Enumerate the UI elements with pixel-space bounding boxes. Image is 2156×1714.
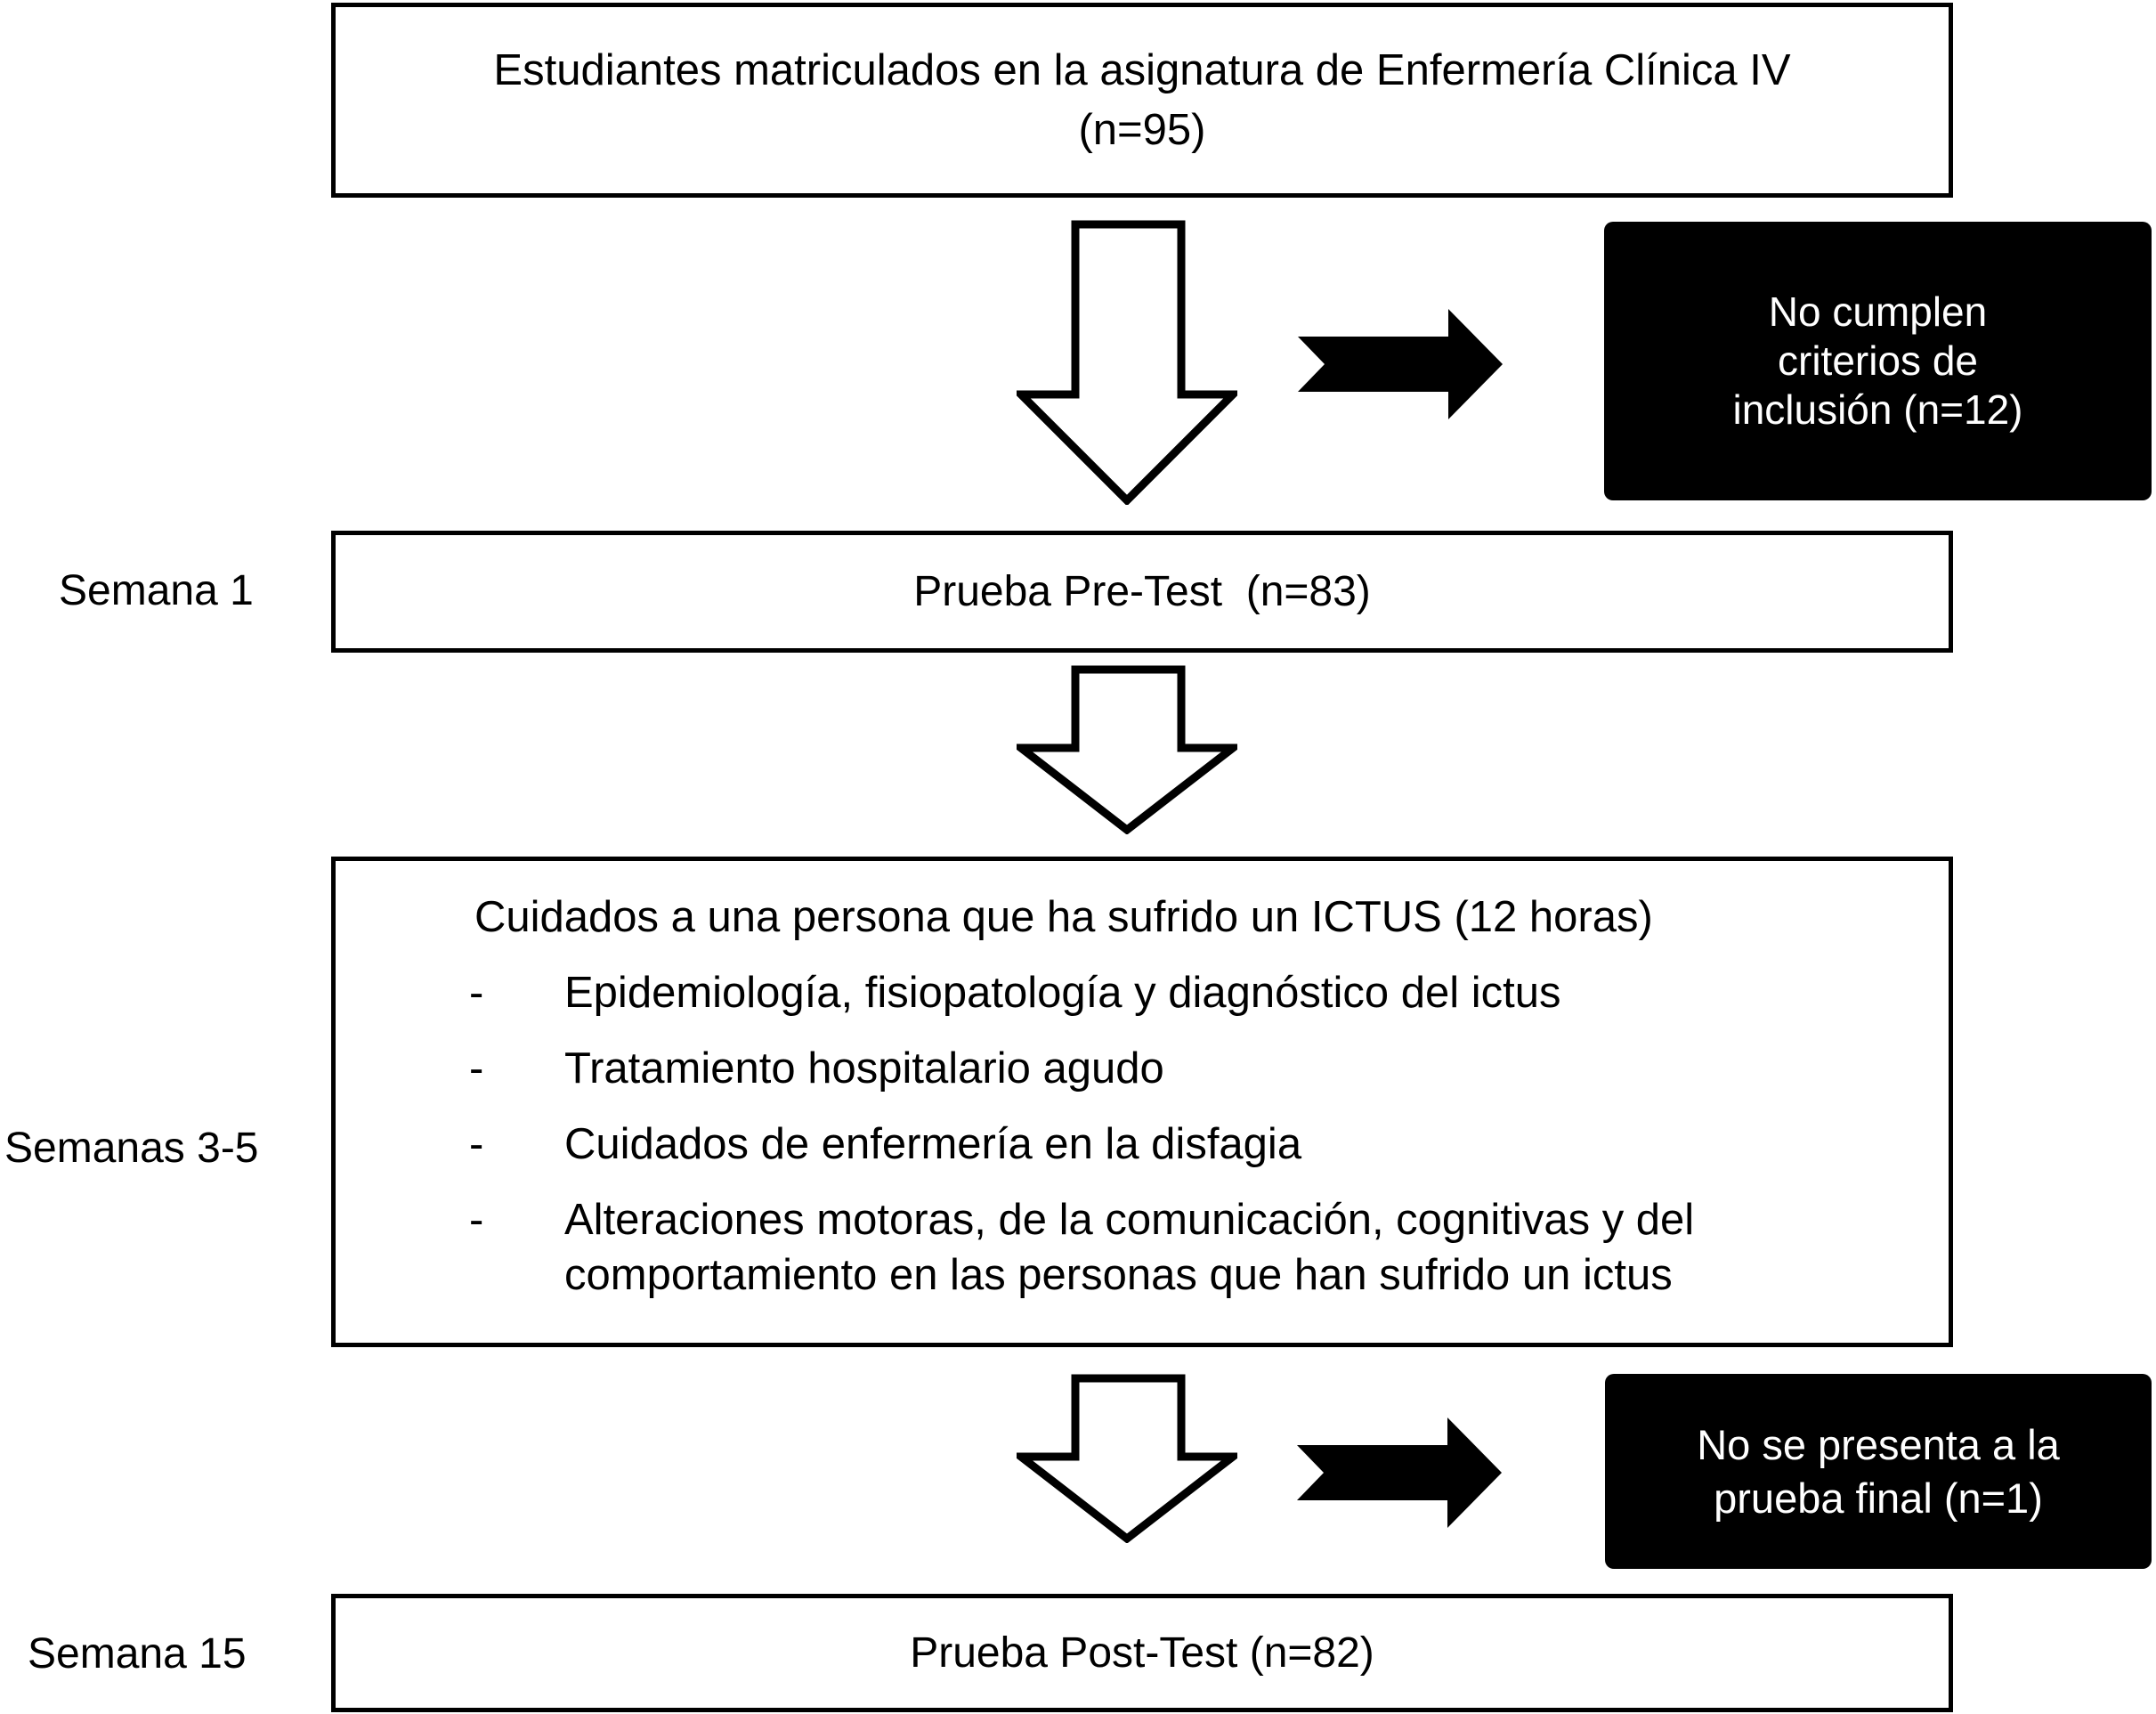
bullet-text: Alteraciones motoras, de la comunicación… (564, 1196, 1695, 1299)
down-arrow-icon (1017, 220, 1237, 505)
down-arrow-icon (1017, 665, 1237, 834)
enrolled-box-text: Estudiantes matriculados en la asignatur… (493, 45, 1791, 94)
bullet-dash: - (469, 1044, 484, 1093)
course-content-title: Cuidados a una persona que ha sufrido un… (474, 893, 1653, 941)
bullet-text: Cuidados de enfermería en la disfagia (564, 1120, 1302, 1168)
exclusion-1-line3: inclusión (n=12) (1732, 386, 2023, 433)
bullet-dash: - (469, 969, 484, 1017)
exclusion-1-line1: No cumplen (1768, 288, 1988, 335)
enrolled-box-count: (n=95) (1078, 105, 1206, 154)
bullet-text: Tratamiento hospitalario agudo (564, 1044, 1164, 1093)
bullet-dash: - (469, 1120, 484, 1168)
enrolled-box: Estudiantes matriculados en la asignatur… (331, 3, 1953, 198)
timeline-label-week15: Semana 15 (28, 1630, 247, 1677)
pretest-box-text: Prueba Pre-Test (n=83) (913, 568, 1371, 615)
timeline-label-weeks3-5: Semanas 3-5 (4, 1125, 259, 1172)
list-item: - Alteraciones motoras, de la comunicaci… (469, 1192, 1913, 1303)
bullet-dash: - (469, 1196, 484, 1244)
exclusion-2-line2: prueba final (n=1) (1714, 1474, 2043, 1522)
exclusion-box-no-final-test: No se presenta a la prueba final (n=1) (1605, 1374, 2152, 1569)
exclusion-2-line1: No se presenta a la (1697, 1420, 2060, 1468)
posttest-box: Prueba Post-Test (n=82) (331, 1594, 1953, 1712)
right-arrow-icon (1297, 1418, 1502, 1528)
posttest-box-text: Prueba Post-Test (n=82) (910, 1629, 1374, 1677)
list-item: - Tratamiento hospitalario agudo (469, 1041, 1913, 1096)
exclusion-box-inclusion-criteria: No cumplen criterios de inclusión (n=12) (1604, 222, 2152, 500)
list-item: - Cuidados de enfermería en la disfagia (469, 1117, 1913, 1172)
right-arrow-icon (1298, 309, 1503, 419)
exclusion-1-line2: criterios de (1778, 337, 1978, 384)
pretest-box: Prueba Pre-Test (n=83) (331, 531, 1953, 653)
timeline-label-week1: Semana 1 (59, 567, 254, 614)
bullet-text: Epidemiología, fisiopatología y diagnóst… (564, 969, 1561, 1017)
course-content-box: Cuidados a una persona que ha sufrido un… (331, 857, 1953, 1347)
down-arrow-icon (1017, 1374, 1237, 1543)
list-item: - Epidemiología, fisiopatología y diagnó… (469, 965, 1913, 1020)
